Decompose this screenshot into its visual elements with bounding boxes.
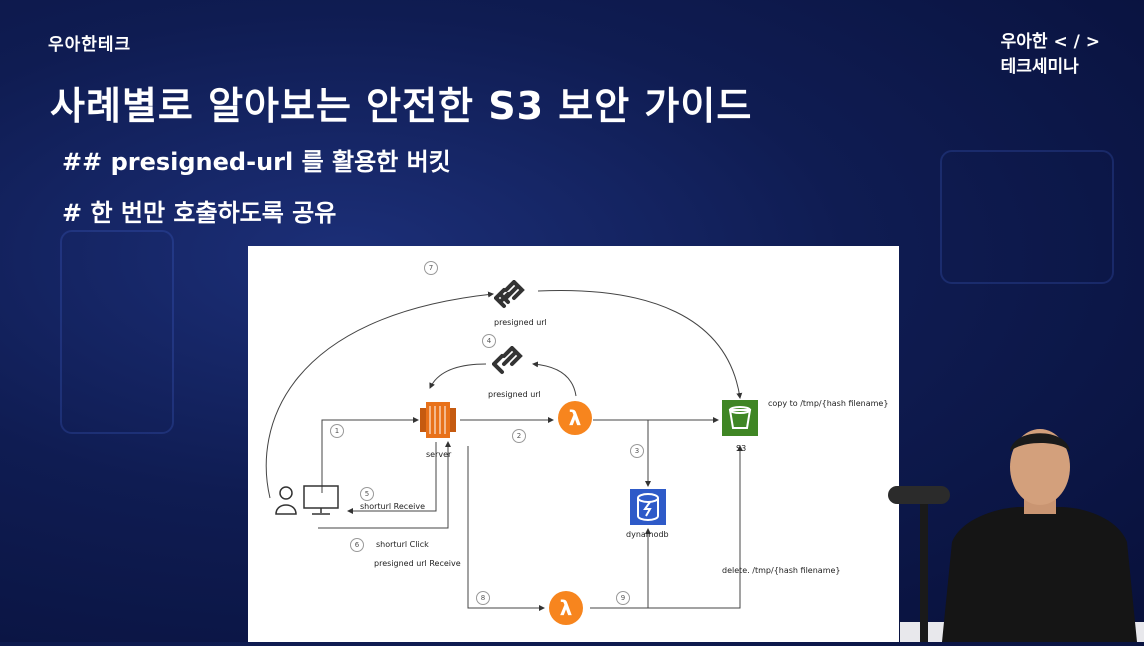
brand-logo-right: 우아한 < / > 테크세미나	[1001, 30, 1100, 80]
s3-label: S3	[736, 444, 747, 453]
shorturl-receive-label: shorturl Receive	[360, 502, 426, 511]
slide-title: 사례별로 알아보는 안전한 S3 보안 가이드	[50, 84, 753, 128]
step-number: 4	[482, 334, 496, 348]
link-chain-icon	[494, 280, 528, 310]
background-decoration	[60, 230, 174, 434]
slide-subtitle: # 한 번만 호출하도록 공유	[62, 199, 337, 227]
presigned-url-receive-label: presigned url Receive	[374, 559, 461, 568]
presenter-video	[932, 422, 1144, 642]
step-number: 1	[330, 424, 344, 438]
svg-text:λ: λ	[569, 406, 582, 430]
step-number: 5	[360, 487, 374, 501]
brand-logo-left: 우아한테크	[48, 35, 132, 55]
server-label: server	[426, 450, 452, 459]
presigned-url-label: presigned url	[488, 390, 541, 399]
microphone-icon	[888, 486, 950, 504]
step-number: 7	[424, 261, 438, 275]
brand-logo-line: 우아한 < / >	[1000, 32, 1100, 52]
step-number: 3	[630, 444, 644, 458]
user-computer-icon	[274, 484, 344, 520]
step-number: 2	[512, 429, 526, 443]
ec2-server-icon	[418, 398, 458, 442]
dynamodb-label: dynamodb	[626, 530, 669, 539]
step-number: 8	[476, 591, 490, 605]
architecture-diagram: λ λ presigned url presigned url server S…	[248, 246, 899, 642]
slide-subtitle: ## presigned-url 를 활용한 버킷	[62, 148, 451, 176]
s3-bucket-icon	[722, 400, 758, 436]
shorturl-click-label: shorturl Click	[376, 540, 429, 549]
lambda-icon: λ	[548, 590, 584, 626]
copy-to-label: copy to /tmp/{hash filename}	[768, 399, 889, 408]
delete-label: delete. /tmp/{hash filename}	[722, 566, 841, 575]
step-number: 9	[616, 591, 630, 605]
background-decoration	[940, 150, 1114, 284]
step-number: 6	[350, 538, 364, 552]
brand-logo-line: 테크세미나	[1000, 57, 1079, 77]
dynamodb-icon	[630, 489, 666, 525]
diagram-connectors	[265, 289, 743, 611]
microphone-stand	[920, 495, 928, 642]
link-chain-icon	[492, 346, 526, 376]
lambda-icon: λ	[557, 400, 593, 436]
svg-text:λ: λ	[560, 596, 573, 620]
presigned-url-label: presigned url	[494, 318, 547, 327]
